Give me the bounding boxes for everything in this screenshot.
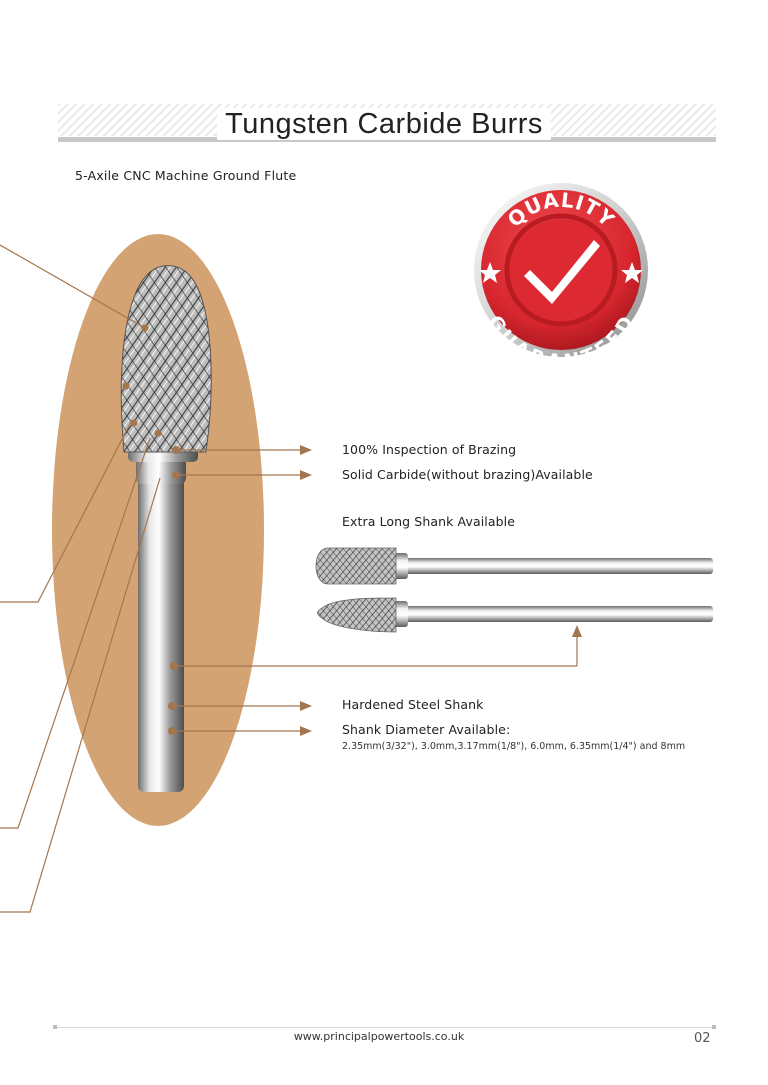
feature-shank-diameter-values: 2.35mm(3/32"), 3.0mm,3.17mm(1/8"), 6.0mm…	[342, 741, 686, 752]
page-title-text: Tungsten Carbide Burrs	[217, 108, 551, 140]
star-icon	[479, 262, 501, 283]
burr-shank	[138, 478, 184, 792]
star-icon	[621, 262, 643, 283]
feature-brazing-inspection: 100% Inspection of Brazing	[342, 442, 517, 457]
footer-divider	[55, 1027, 716, 1028]
long-shank-burr-cylinder	[315, 547, 713, 585]
footer-dot-right	[712, 1025, 716, 1029]
feature-shank-diameter-title: Shank Diameter Available:	[342, 722, 511, 737]
page-number: 02	[694, 1031, 711, 1046]
footer-url: www.principalpowertools.co.uk	[293, 1030, 465, 1043]
quality-guaranteed-badge: QUALITY GUARANTEED	[474, 183, 648, 373]
footer-dot-left	[53, 1025, 57, 1029]
feature-solid-carbide: Solid Carbide(without brazing)Available	[342, 467, 593, 482]
page-title: Tungsten Carbide Burrs	[0, 104, 768, 144]
long-shank-burr-flame	[317, 597, 713, 633]
checkmark-icon	[524, 240, 600, 304]
feature-long-shank: Extra Long Shank Available	[342, 514, 516, 529]
feature-hardened-shank: Hardened Steel Shank	[342, 697, 484, 712]
page-subtitle: 5-Axile CNC Machine Ground Flute	[75, 168, 297, 183]
